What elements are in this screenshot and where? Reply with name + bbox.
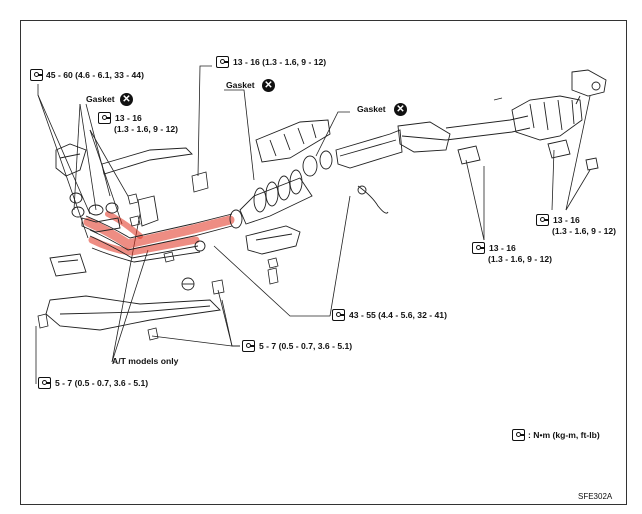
at-models-note: A/T models only (112, 356, 179, 366)
manifold-parts (45, 143, 221, 331)
torque-wrench-icon (512, 429, 525, 441)
torque-label-13-16-lower: 13 - 16 (489, 243, 516, 253)
torque-wrench-icon (242, 340, 255, 352)
bolts (37, 171, 279, 341)
torque-label-5-7-bottom: 5 - 7 (0.5 - 0.7, 3.6 - 5.1) (55, 378, 149, 388)
torque-wrench-icon (536, 214, 549, 226)
do-not-reuse-icon (120, 93, 133, 106)
units-legend: : N•m (kg-m, ft-lb) (528, 430, 600, 440)
gasket-label-middle: Gasket (226, 80, 255, 90)
leader-lines (35, 65, 591, 384)
torque-wrench-icon (98, 112, 111, 124)
torque-label-13-16-right-detail: (1.3 - 1.6, 9 - 12) (552, 226, 617, 236)
torque-label-43-55: 43 - 55 (4.4 - 5.6, 32 - 41) (349, 310, 447, 320)
front-tube-outline (85, 209, 243, 263)
torque-label-13-16-left-detail: (1.3 - 1.6, 9 - 12) (114, 124, 179, 134)
torque-wrench-icon (30, 69, 43, 81)
do-not-reuse-icon (394, 103, 407, 116)
torque-label-13-16-top: 13 - 16 (1.3 - 1.6, 9 - 12) (233, 57, 327, 67)
gasket-label-left: Gasket (86, 94, 115, 104)
torque-label-13-16-left: 13 - 16 (115, 113, 142, 123)
torque-wrench-icon (332, 309, 345, 321)
torque-wrench-icon (216, 56, 229, 68)
front-tube-highlight (83, 211, 235, 256)
do-not-reuse-icon (262, 79, 275, 92)
border (20, 20, 627, 505)
torque-label-13-16-right: 13 - 16 (553, 215, 580, 225)
gasket-label-right: Gasket (357, 104, 386, 114)
torque-wrench-icon (472, 242, 485, 254)
main-muffler (397, 69, 607, 171)
torque-label-5-7-middle: 5 - 7 (0.5 - 0.7, 3.6 - 5.1) (259, 341, 353, 351)
torque-label-13-16-lower-detail: (1.3 - 1.6, 9 - 12) (488, 254, 553, 264)
torque-label-45-60: 45 - 60 (4.6 - 6.1, 33 - 44) (46, 70, 144, 80)
flex-joint (239, 119, 403, 255)
figure-code: SFE302A (578, 492, 613, 501)
torque-wrench-icon (38, 377, 51, 389)
